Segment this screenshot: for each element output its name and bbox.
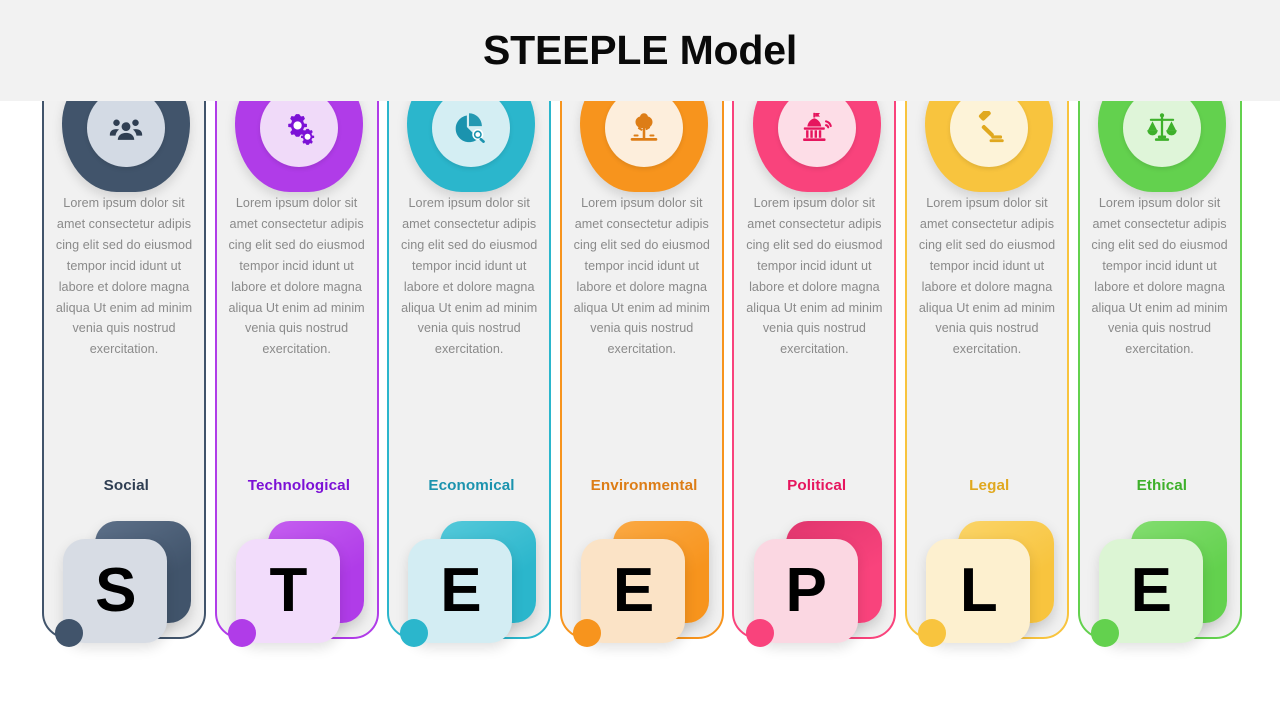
column-body-text: Lorem ipsum dolor sit amet consectetur a… xyxy=(918,196,1056,357)
column-body-text: Lorem ipsum dolor sit amet consectetur a… xyxy=(746,196,883,357)
letter-tile-dot xyxy=(918,619,947,647)
page-title: STEEPLE Model xyxy=(482,27,798,73)
steeple-column-economical[interactable]: Lorem ipsum dolor sit amet consectetur a… xyxy=(385,64,558,672)
letter-tile-label: S xyxy=(95,556,136,625)
column-body-text: Lorem ipsum dolor sit amet consectetur a… xyxy=(401,196,538,357)
letter-tile-group[interactable]: S xyxy=(53,521,199,661)
letter-tile-front: E xyxy=(408,539,513,643)
gears-icon xyxy=(259,89,338,167)
letter-tile-dot xyxy=(400,619,429,647)
column-label: Environmental xyxy=(590,477,698,494)
letter-tile-label: P xyxy=(785,556,826,625)
steeple-column-political[interactable]: Lorem ipsum dolor sit amet consectetur a… xyxy=(730,64,903,672)
column-body-text: Lorem ipsum dolor sit amet consectetur a… xyxy=(573,196,710,357)
steeple-column-ethical[interactable]: Lorem ipsum dolor sit amet consectetur a… xyxy=(1076,64,1249,672)
column-body-text: Lorem ipsum dolor sit amet consectetur a… xyxy=(55,196,193,357)
letter-tile-label: E xyxy=(1130,556,1172,625)
letter-tile-dot xyxy=(227,619,256,647)
column-label: Political xyxy=(787,477,847,494)
steeple-column-social[interactable]: Lorem ipsum dolor sit amet consectetur a… xyxy=(40,64,213,672)
people-group-icon xyxy=(87,89,166,167)
header-bar: STEEPLE Model xyxy=(0,0,1280,101)
column-label: Social xyxy=(103,477,149,494)
letter-tile-group[interactable]: L xyxy=(916,521,1062,661)
column-label: Economical xyxy=(428,477,515,494)
letter-tile-group[interactable]: E xyxy=(571,521,717,661)
column-body-text: Lorem ipsum dolor sit amet consectetur a… xyxy=(1091,196,1228,357)
government-building-icon xyxy=(777,89,856,167)
letter-tile-dot xyxy=(745,619,774,647)
gavel-icon xyxy=(950,89,1029,167)
steeple-column-technological[interactable]: Lorem ipsum dolor sit amet consectetur a… xyxy=(213,64,386,672)
column-label: Ethical xyxy=(1136,477,1188,494)
letter-tile-group[interactable]: E xyxy=(398,521,544,661)
letter-tile-group[interactable]: P xyxy=(744,521,890,661)
steeple-column-environmental[interactable]: Lorem ipsum dolor sit amet consectetur a… xyxy=(558,64,731,672)
letter-tile-dot xyxy=(55,619,84,647)
letter-tile-label: T xyxy=(269,556,307,625)
column-label: Technological xyxy=(247,477,351,494)
letter-tile-group[interactable]: T xyxy=(226,521,372,661)
letter-tile-dot xyxy=(573,619,602,647)
letter-tile-label: E xyxy=(440,556,481,625)
steeple-columns: Lorem ipsum dolor sit amet consectetur a… xyxy=(0,64,1280,672)
letter-tile-dot xyxy=(1090,619,1119,647)
steeple-column-legal[interactable]: Lorem ipsum dolor sit amet consectetur a… xyxy=(903,64,1076,672)
letter-tile-group[interactable]: E xyxy=(1089,521,1235,661)
pie-chart-search-icon xyxy=(432,89,511,167)
letter-tile-front: E xyxy=(1098,539,1203,643)
balance-scales-icon xyxy=(1122,89,1201,167)
letter-tile-label: L xyxy=(959,556,998,625)
tree-icon xyxy=(605,89,684,167)
column-body-text: Lorem ipsum dolor sit amet consectetur a… xyxy=(228,196,365,357)
column-label: Legal xyxy=(969,477,1010,494)
letter-tile-label: E xyxy=(612,556,654,625)
